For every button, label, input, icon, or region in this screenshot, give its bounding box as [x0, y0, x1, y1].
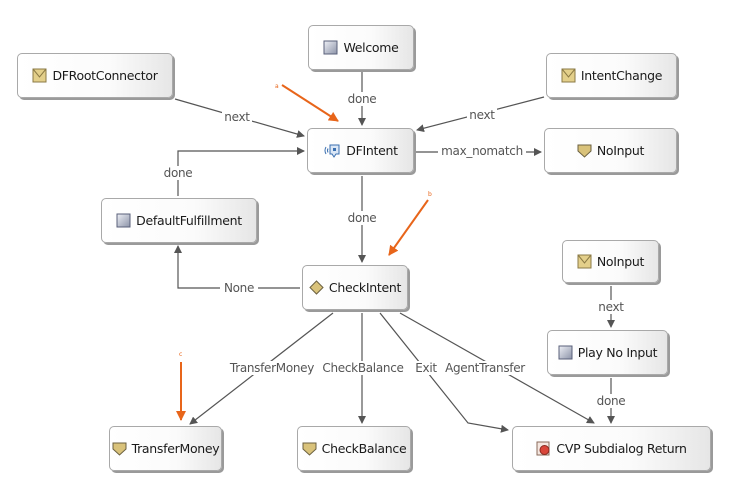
edge-label-noinput-next: next: [598, 300, 624, 314]
square-icon: [116, 213, 131, 228]
node-label: DFRootConnector: [52, 68, 158, 83]
node-welcome[interactable]: Welcome: [308, 25, 414, 70]
speech-intent-icon: [324, 144, 340, 158]
node-label: NoInput: [596, 254, 645, 269]
node-df-intent[interactable]: DFIntent: [307, 128, 414, 173]
annotation-label-a: a: [275, 83, 279, 90]
edge-label-agent-transfer: AgentTransfer: [445, 361, 525, 375]
node-label: TransferMoney: [131, 441, 220, 456]
node-cvp-subdialog-return[interactable]: CVP Subdialog Return: [512, 426, 711, 471]
annotation-arrow-a: [281, 84, 339, 122]
edge-label-welcome-done: done: [348, 92, 377, 106]
shield-icon: [112, 442, 127, 456]
square-icon: [558, 345, 573, 360]
edge-label-max-nomatch: max_nomatch: [441, 144, 523, 158]
node-intent-change[interactable]: IntentChange: [546, 53, 677, 98]
node-label: IntentChange: [580, 68, 663, 83]
edge-exit: [379, 312, 509, 433]
node-label: DFIntent: [346, 143, 398, 158]
node-play-no-input[interactable]: Play No Input: [547, 330, 668, 375]
return-icon: [536, 441, 550, 456]
connector-icon: [561, 68, 576, 83]
node-check-intent[interactable]: CheckIntent: [302, 265, 408, 310]
edge-none: [174, 245, 300, 289]
edge-label-root-next: next: [224, 110, 250, 124]
node-df-root-connector[interactable]: DFRootConnector: [17, 53, 173, 98]
edge-label-fulfillment-done: done: [164, 166, 193, 180]
node-default-fulfillment[interactable]: DefaultFulfillment: [101, 198, 257, 243]
node-label: NoInput: [596, 143, 645, 158]
node-label: CheckBalance: [321, 441, 407, 456]
node-label: Welcome: [343, 40, 399, 55]
node-no-input-top[interactable]: NoInput: [544, 128, 677, 173]
connector-icon: [32, 68, 47, 83]
node-label: DefaultFulfillment: [136, 213, 242, 228]
node-label: CVP Subdialog Return: [556, 441, 687, 456]
node-label: CheckIntent: [328, 280, 402, 295]
edge-label-transfer-money: TransferMoney: [229, 361, 314, 375]
annotation-label-b: b: [428, 191, 432, 198]
node-no-input-right[interactable]: NoInput: [562, 240, 659, 283]
square-icon: [323, 40, 338, 55]
node-transfer-money[interactable]: TransferMoney: [109, 426, 222, 471]
shield-icon: [577, 144, 592, 158]
edge-label-exit: Exit: [415, 361, 437, 375]
edge-label-play-done: done: [597, 394, 626, 408]
shield-icon: [302, 442, 317, 456]
edge-label-intentchange-next: next: [469, 108, 495, 122]
edge-label-none: None: [224, 281, 254, 295]
node-check-balance[interactable]: CheckBalance: [297, 426, 411, 471]
annotation-label-c: c: [179, 351, 182, 358]
diamond-icon: [309, 280, 324, 295]
connector-icon: [577, 254, 592, 269]
edge-label-check-balance: CheckBalance: [322, 361, 403, 375]
node-label: Play No Input: [577, 345, 658, 360]
edge-label-dfintent-done: done: [348, 211, 377, 225]
edge-fulfillment-done: [177, 147, 305, 196]
annotation-arrow-b: [388, 199, 429, 256]
